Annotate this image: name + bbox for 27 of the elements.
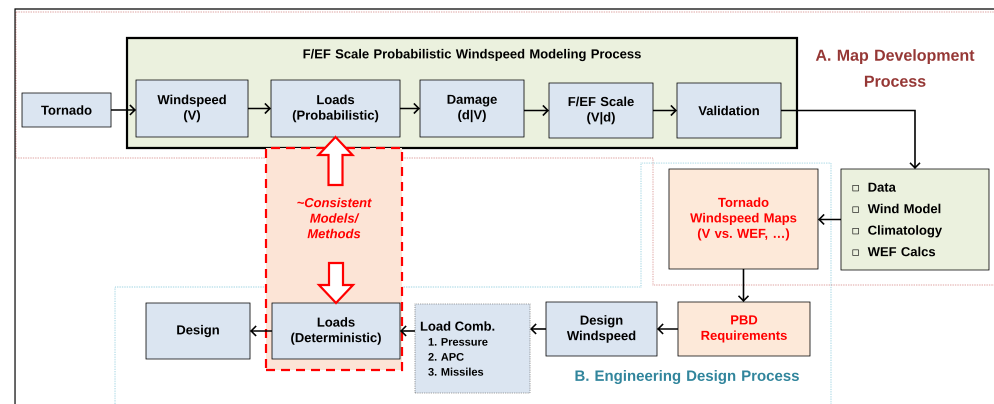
arrow [524, 104, 549, 116]
list-box: Data Wind Model Climatology WEF Calcs [840, 168, 990, 270]
process-box: Loads (Probabilistic) [270, 80, 400, 138]
process-box: F/EF Scale (V|d) [548, 82, 654, 138]
process-box: Damage (d|V) [420, 80, 524, 138]
arrow [738, 269, 750, 302]
arrow [111, 104, 136, 116]
process-box: PBD Requirements [678, 302, 810, 356]
arrow [400, 102, 420, 114]
process-box: Loads (Deterministic) [272, 302, 400, 360]
process-box: Design Windspeed [546, 302, 658, 356]
process-box: Design [146, 302, 250, 360]
arrow [400, 325, 415, 337]
section-heading: A. Map Development Process [816, 49, 974, 87]
process-box: Windspeed (V) [136, 80, 248, 138]
process-box: Tornado [22, 92, 112, 128]
arrow [653, 104, 677, 116]
arrow [250, 325, 272, 337]
arrow [781, 110, 921, 169]
section-heading: B. Engineering Design Process [575, 370, 799, 384]
list-box: Load Comb. 1. Pressure 2. APC 3. Missiles [414, 304, 530, 394]
arrow [530, 323, 546, 335]
arrow [818, 214, 841, 226]
arrow [248, 102, 272, 114]
arrow [657, 323, 678, 335]
process-box: Validation [676, 82, 782, 138]
process-box: Tornado Windspeed Maps (V vs. WEF, …) [668, 168, 818, 270]
